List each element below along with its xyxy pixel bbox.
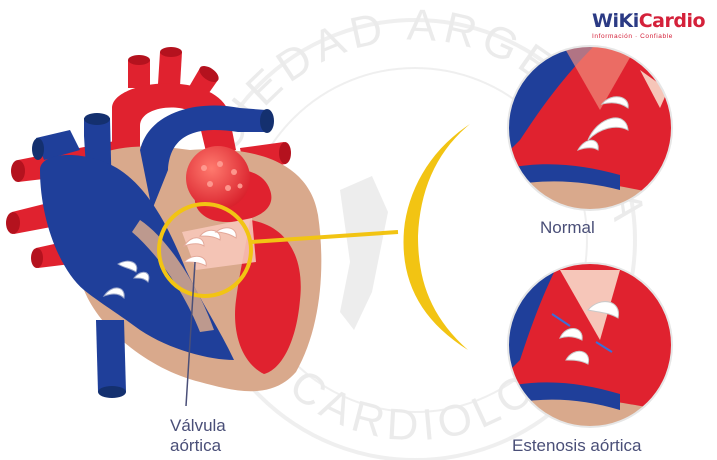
aortic-valve-label: Válvula aórtica: [170, 416, 226, 456]
wikicardio-logo: WiKiCardio Información · Confiable: [592, 10, 712, 40]
pulmonary-valve-ball: [186, 146, 250, 210]
brand-tagline: Información · Confiable: [592, 33, 712, 40]
brand-name-part-1: WiKi: [592, 10, 639, 32]
aortic-valve-label-line-1: Válvula: [170, 416, 226, 436]
stenosis-label: Estenosis aórtica: [512, 436, 641, 456]
zoom-bracket: [404, 124, 470, 350]
aortic-valve-label-line-2: aórtica: [170, 436, 226, 456]
normal-label: Normal: [540, 218, 595, 238]
brand-name-part-2: Cardio: [639, 10, 705, 32]
